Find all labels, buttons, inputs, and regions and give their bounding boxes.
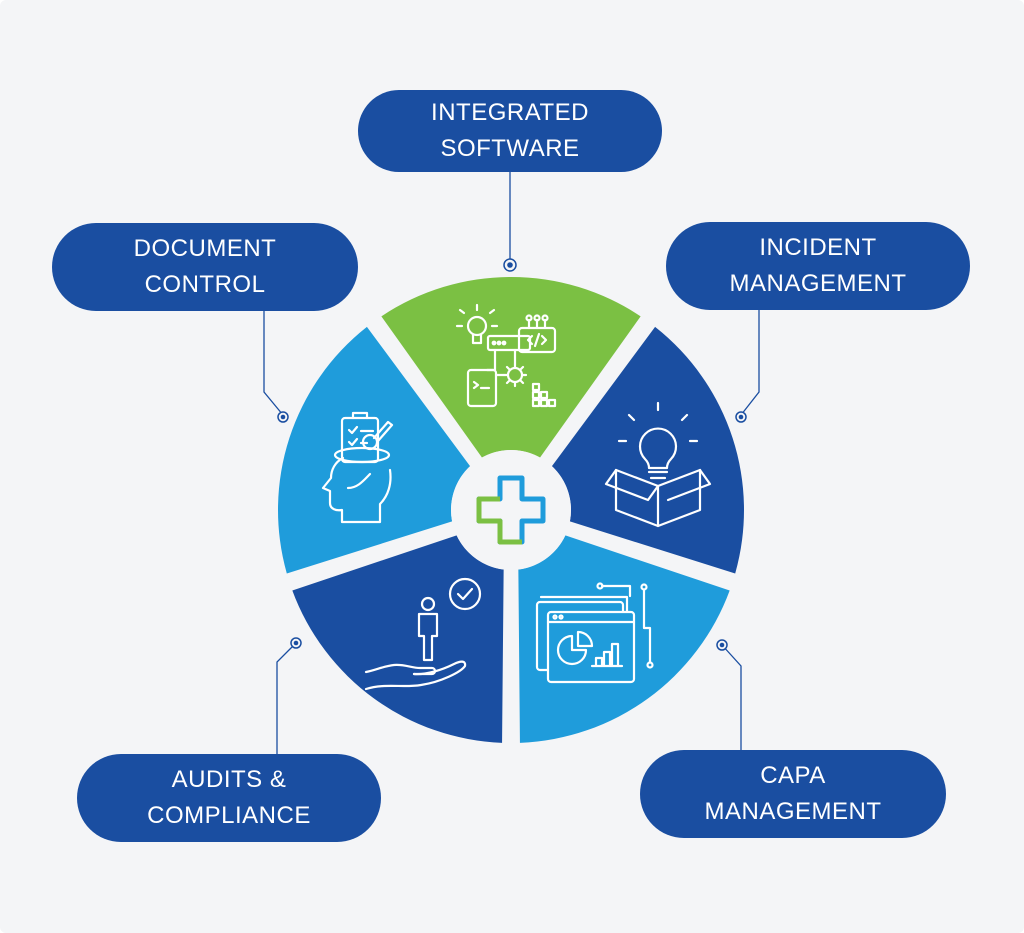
label-line-1: AUDITS & — [171, 766, 287, 793]
label-line-2: SOFTWARE — [440, 135, 580, 162]
dashboard-chart-icon — [535, 582, 654, 684]
label-line-1: INCIDENT — [759, 234, 877, 261]
label-line-1: INTEGRATED — [431, 99, 589, 126]
label-capa-management: CAPA MANAGEMENT — [640, 750, 946, 838]
connector-capa — [721, 644, 742, 750]
label-line-2: MANAGEMENT — [729, 270, 907, 297]
label-line-1: DOCUMENT — [133, 235, 277, 262]
software-flow-icon — [455, 303, 557, 408]
connector-audits — [276, 643, 296, 754]
label-line-2: MANAGEMENT — [704, 798, 882, 825]
segment-audits — [292, 535, 504, 743]
label-line-2: CONTROL — [144, 271, 266, 298]
connector-document — [263, 311, 284, 416]
lightbulb-box-icon — [604, 401, 712, 528]
segment-integrated — [381, 277, 641, 458]
label-incident-management: INCIDENT MANAGEMENT — [666, 222, 970, 310]
connector-incident — [740, 310, 760, 416]
label-integrated-software: INTEGRATED SOFTWARE — [358, 90, 662, 172]
label-line-1: CAPA — [760, 762, 826, 789]
label-audits-compliance: AUDITS & COMPLIANCE — [77, 754, 381, 842]
medical-cross-icon — [476, 475, 546, 545]
label-line-2: COMPLIANCE — [147, 802, 311, 829]
head-clipboard-icon — [321, 411, 394, 524]
label-document-control: DOCUMENT CONTROL — [52, 223, 358, 311]
segment-document — [278, 326, 471, 574]
connectors — [263, 172, 760, 754]
center-hub — [451, 450, 571, 570]
hand-person-check-icon — [364, 577, 482, 691]
connector-dots — [277, 258, 747, 651]
